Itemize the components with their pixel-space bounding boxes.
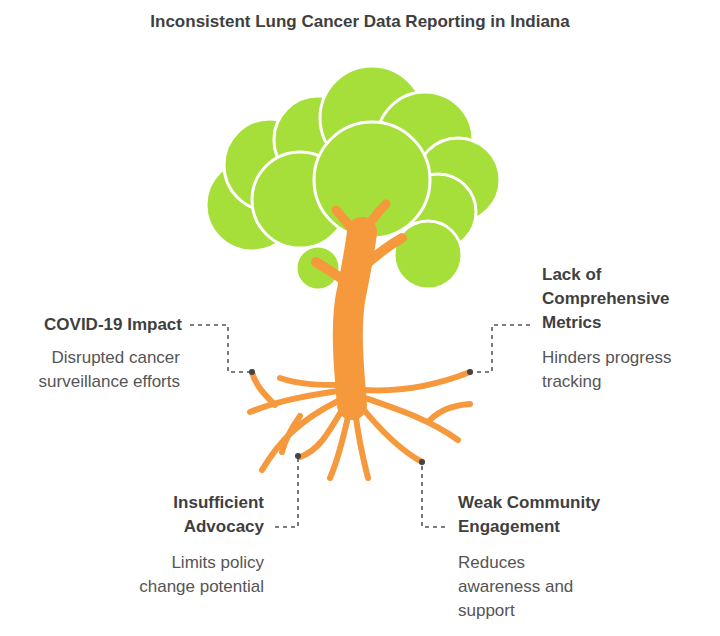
roots — [250, 372, 470, 478]
callout-text: Hinders progress tracking — [542, 346, 692, 394]
callout-heading: COVID-19 Impact — [12, 313, 182, 337]
trunk — [316, 204, 402, 405]
callout-text: Limits policy change potential — [114, 551, 264, 599]
diagram-title: Inconsistent Lung Cancer Data Reporting … — [0, 12, 720, 32]
callout-text: Reduces awareness and support — [458, 551, 576, 623]
leader-dots — [249, 369, 473, 465]
callout-heading: Weak Community Engagement — [458, 491, 633, 539]
callout-heading: Lack of Comprehensive Metrics — [542, 263, 702, 335]
callout-heading: Insufficient Advocacy — [144, 491, 264, 539]
callout-text: Disrupted cancer surveillance efforts — [20, 346, 180, 394]
